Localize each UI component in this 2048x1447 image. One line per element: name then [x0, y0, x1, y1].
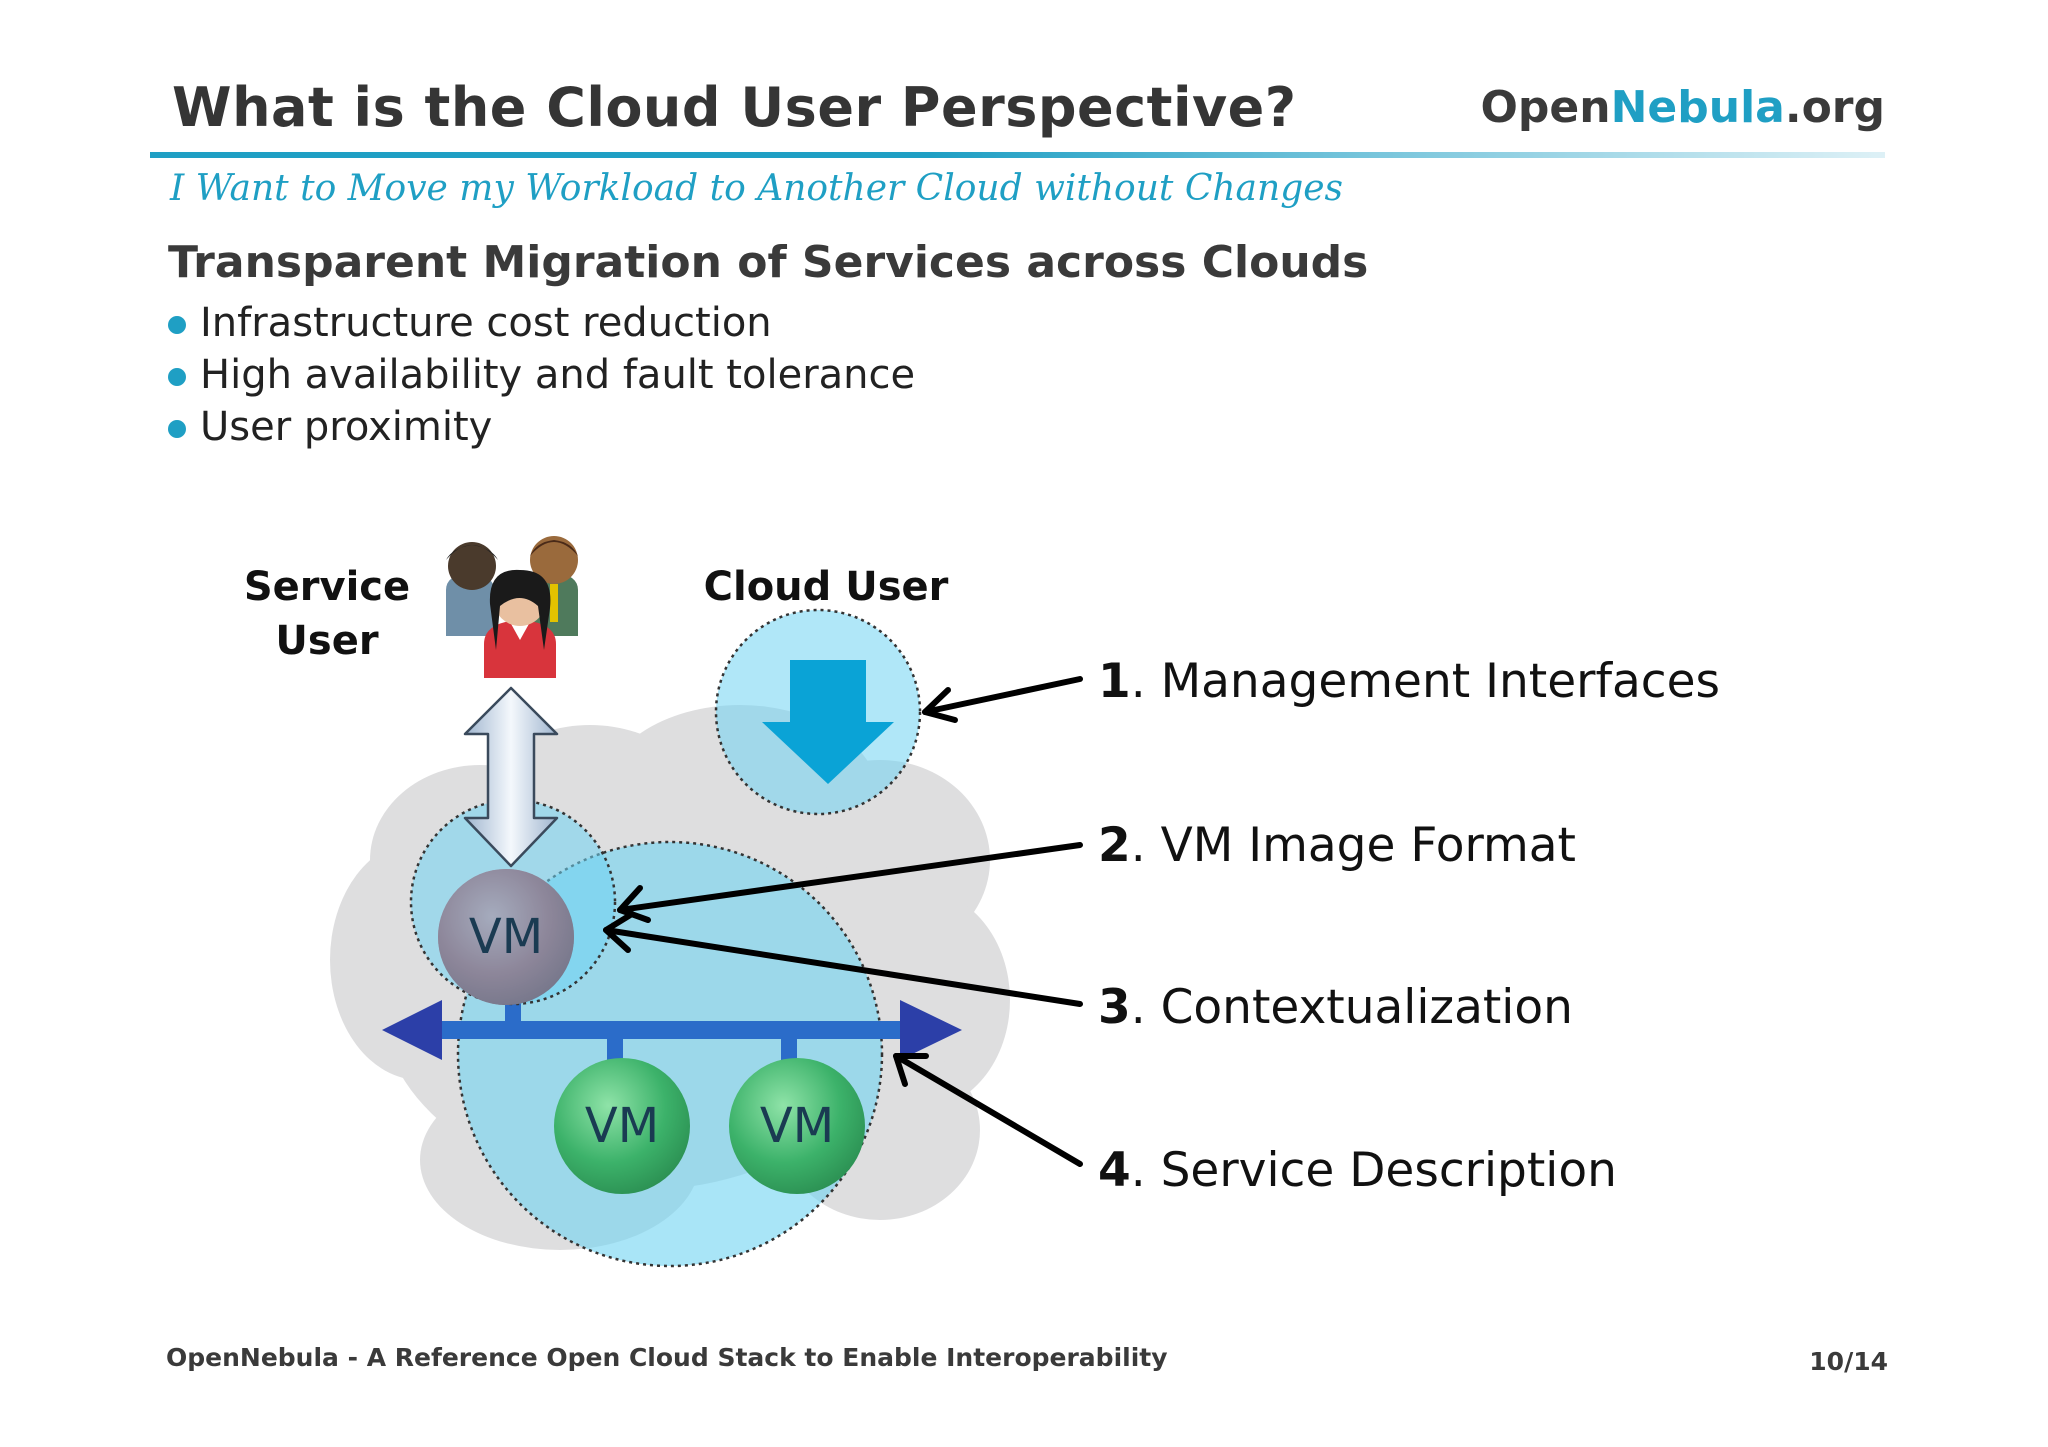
vm-node-red: VM [438, 869, 574, 1005]
logo-accent: Nebula [1610, 82, 1785, 133]
bullet-dot-icon [168, 316, 186, 334]
callout-text: . VM Image Format [1131, 818, 1576, 873]
bullet-text: User proximity [200, 404, 493, 450]
callout-text: . Contextualization [1131, 980, 1573, 1035]
callout-text: . Management Interfaces [1131, 654, 1720, 709]
network-bus [382, 994, 962, 1064]
bullet-list: Infrastructure cost reduction High avail… [168, 297, 915, 453]
footer-title: OpenNebula - A Reference Open Cloud Stac… [166, 1343, 1168, 1372]
vm-node-green: VM [554, 1058, 690, 1194]
service-user-label-line1: Service [244, 564, 410, 610]
opennebula-logo: OpenNebula.org [1481, 82, 1885, 133]
bullet-text: Infrastructure cost reduction [200, 300, 772, 346]
logo-prefix: Open [1480, 82, 1611, 133]
callout-pointers [603, 676, 1083, 1167]
bullet-text: High availability and fault tolerance [200, 352, 916, 398]
bullet-item: Infrastructure cost reduction [168, 297, 915, 349]
service-access-arrow [463, 686, 559, 868]
cloud-user-down-arrow-icon [762, 660, 894, 784]
subheading: Transparent Migration of Services across… [168, 237, 1369, 288]
callout-number: 3 [1098, 980, 1131, 1035]
slide-title: What is the Cloud User Perspective? [172, 76, 1297, 139]
callout-text: . Service Description [1131, 1143, 1617, 1198]
vm-node-green: VM [729, 1058, 865, 1194]
tagline: I Want to Move my Workload to Another Cl… [170, 168, 1344, 209]
callout-management-interfaces: 1. Management Interfaces [1098, 654, 1720, 709]
callout-number: 1 [1098, 654, 1131, 709]
callout-vm-image-format: 2. VM Image Format [1098, 818, 1576, 873]
bullet-dot-icon [168, 368, 186, 386]
callout-number: 2 [1098, 818, 1131, 873]
vm-label: VM [469, 909, 543, 965]
vm-label: VM [585, 1098, 659, 1154]
service-user-label-line2: User [275, 618, 378, 664]
service-users-icon [446, 536, 578, 678]
title-underline [150, 152, 1885, 158]
callout-contextualization: 3. Contextualization [1098, 980, 1573, 1035]
callout-service-description: 4. Service Description [1098, 1143, 1617, 1198]
bullet-item: User proximity [168, 401, 915, 453]
logo-suffix: .org [1784, 82, 1885, 133]
callout-number: 4 [1098, 1143, 1131, 1198]
vm-label: VM [760, 1098, 834, 1154]
page-number: 10/14 [1809, 1347, 1888, 1376]
cloud-user-label: Cloud User [704, 564, 949, 610]
bullet-item: High availability and fault tolerance [168, 349, 915, 401]
bullet-dot-icon [168, 420, 186, 438]
